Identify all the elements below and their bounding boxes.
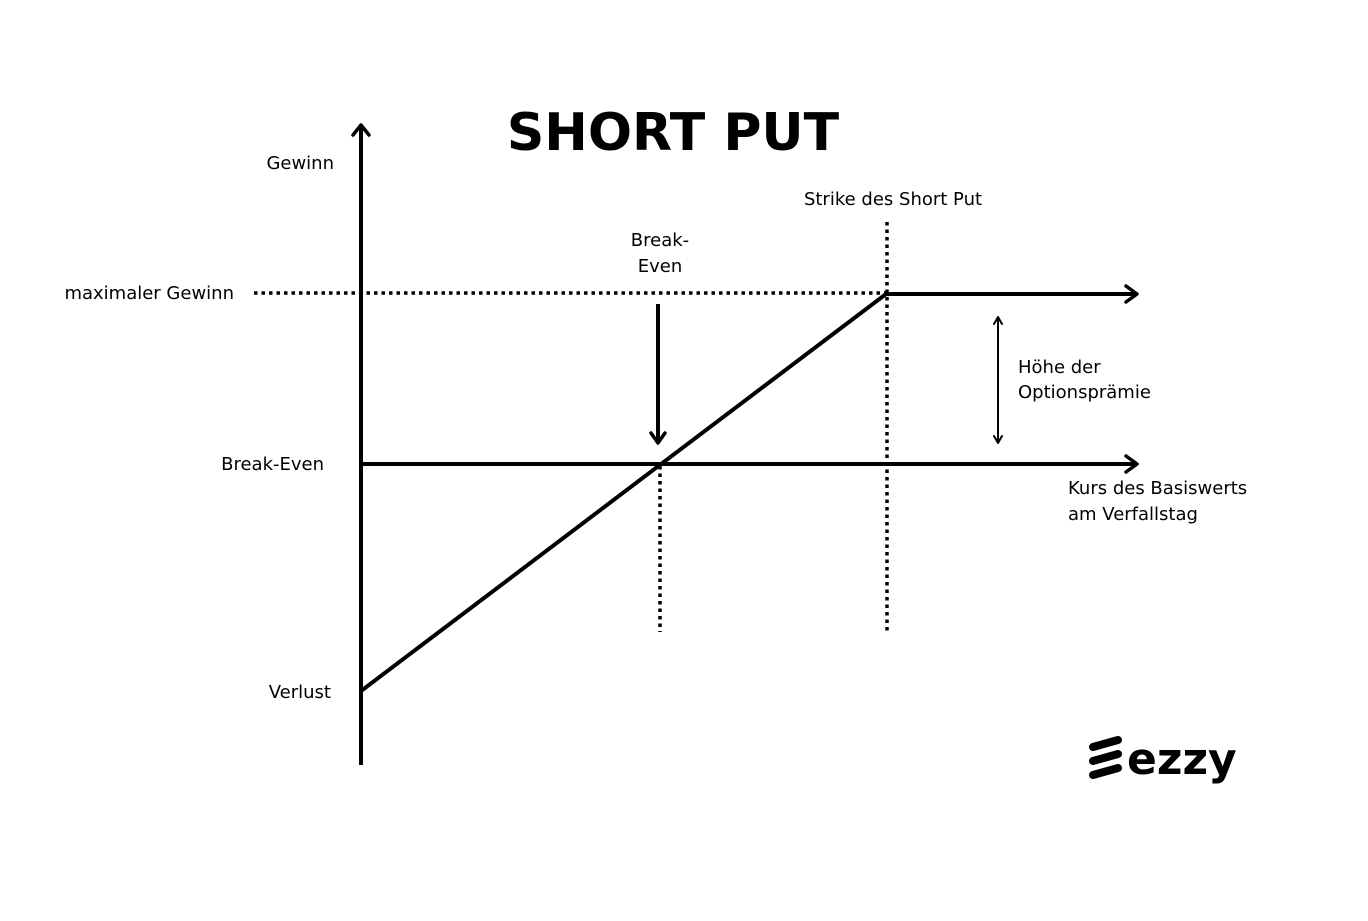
x-axis-label-line1: Kurs des Basiswerts <box>1068 478 1247 499</box>
break-even-line-arrowhead <box>1124 454 1139 474</box>
break-even-top-label-line1: Break- <box>631 230 689 251</box>
y-axis-arrowhead <box>351 123 371 137</box>
break-even-top-label-line2: Even <box>638 256 683 277</box>
y-axis-label-verlust: Verlust <box>269 682 331 703</box>
premium-label-line2: Optionsprämie <box>1018 382 1151 403</box>
payoff-line-arrowhead <box>1124 284 1139 304</box>
ezzy-logo: ezzy <box>1089 734 1237 785</box>
strike-label: Strike des Short Put <box>804 189 982 210</box>
ezzy-logo-text: ezzy <box>1127 734 1237 785</box>
premium-arrowhead-bottom <box>993 435 1003 444</box>
ezzy-stripes-icon <box>1089 736 1122 779</box>
y-axis-label-gewinn: Gewinn <box>266 153 334 174</box>
max-profit-label: maximaler Gewinn <box>64 283 234 304</box>
premium-arrowhead-top <box>993 316 1003 325</box>
break-even-label: Break-Even <box>221 454 324 475</box>
premium-label-line1: Höhe der <box>1018 357 1101 378</box>
page-title: SHORT PUT <box>507 103 840 163</box>
break-even-pointer-arrowhead <box>649 431 667 445</box>
payoff-line <box>359 292 1135 693</box>
x-axis-label-line2: am Verfallstag <box>1068 504 1198 525</box>
